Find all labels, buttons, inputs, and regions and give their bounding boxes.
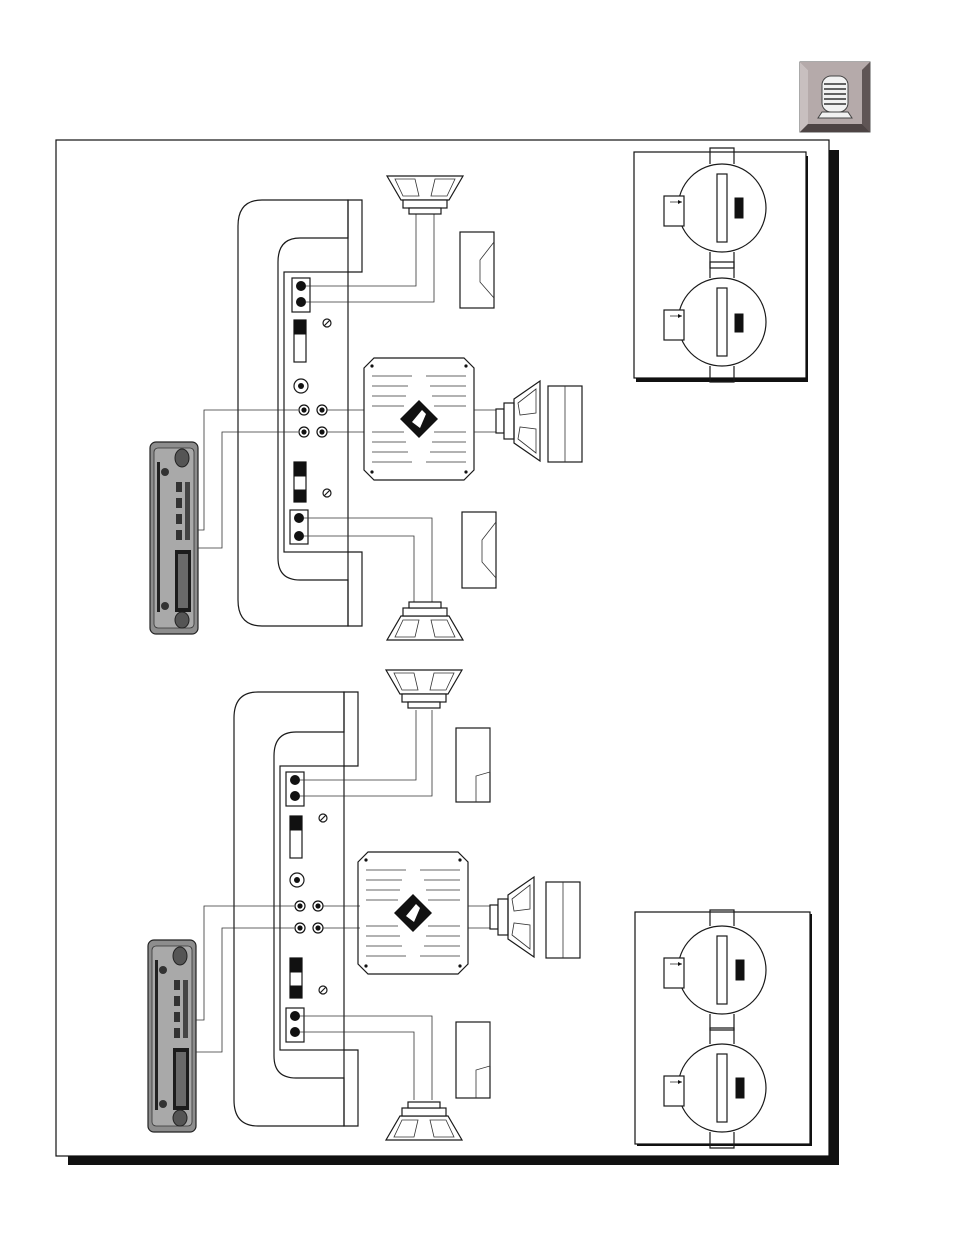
upper-switch-detail-panel — [634, 148, 808, 382]
amplifier-icon — [800, 62, 870, 132]
upper-head-unit — [150, 442, 198, 634]
lower-head-unit — [148, 940, 196, 1132]
lower-switch-detail-panel — [635, 910, 812, 1148]
